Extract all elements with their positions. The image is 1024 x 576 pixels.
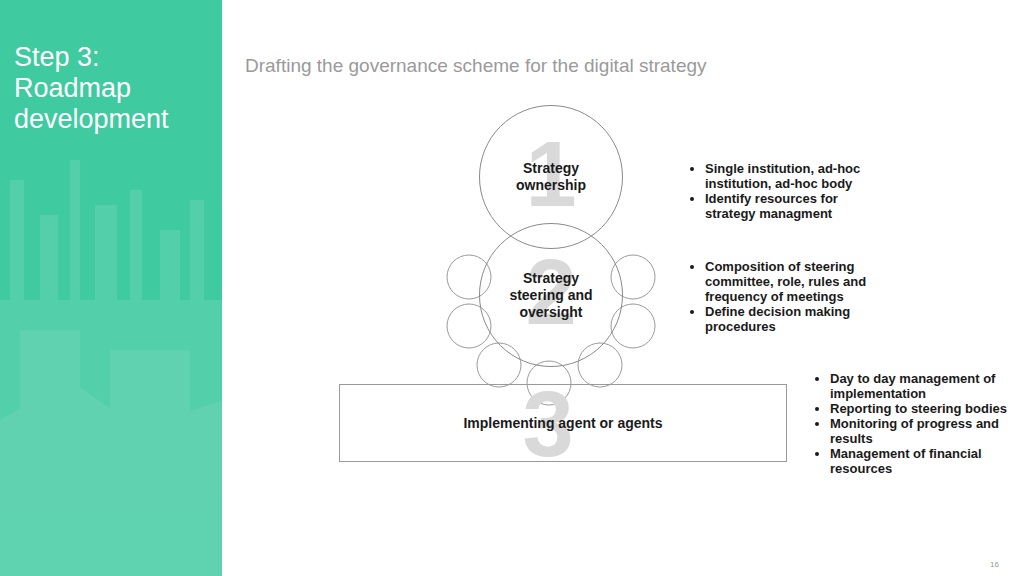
bullet-item: Day to day management of implementation [830,371,1015,401]
node-label: Strategy steering and oversight [509,270,593,321]
slide-title: Step 3: Roadmap development [14,42,199,135]
bullet-item: Monitoring of progress and results [830,416,1015,446]
page-number: 16 [990,560,999,570]
bullet-item: Define decision making procedures [705,304,890,334]
bullet-list: Day to day management of implementationR… [808,371,1015,476]
bullet-item: Identify resources for strategy managmen… [705,191,880,221]
process-box: Implementing agent or agents [339,384,787,462]
node-label: Strategy ownership [499,160,603,194]
bullet-item: Composition of steering committee, role,… [705,259,890,304]
bullet-item: Management of financial resources [830,446,1015,476]
node-text-group: Strategy steering and oversight [509,270,593,321]
node-text-group: Implementing agent or agents [463,415,662,432]
stage-circle: Strategy steering and oversight [479,223,623,367]
bullet-list: Single institution, ad-hoc institution, … [683,161,880,221]
bullet-item: Single institution, ad-hoc institution, … [705,161,880,191]
bullet-item: Reporting to steering bodies [830,401,1015,416]
node-text-group: Strategy ownership [499,160,603,194]
stage-circle: Strategy ownership [479,105,623,249]
node-label: Implementing agent or agents [463,415,662,432]
subtitle: Drafting the governance scheme for the d… [245,55,707,77]
bullet-list: Composition of steering committee, role,… [683,259,890,334]
